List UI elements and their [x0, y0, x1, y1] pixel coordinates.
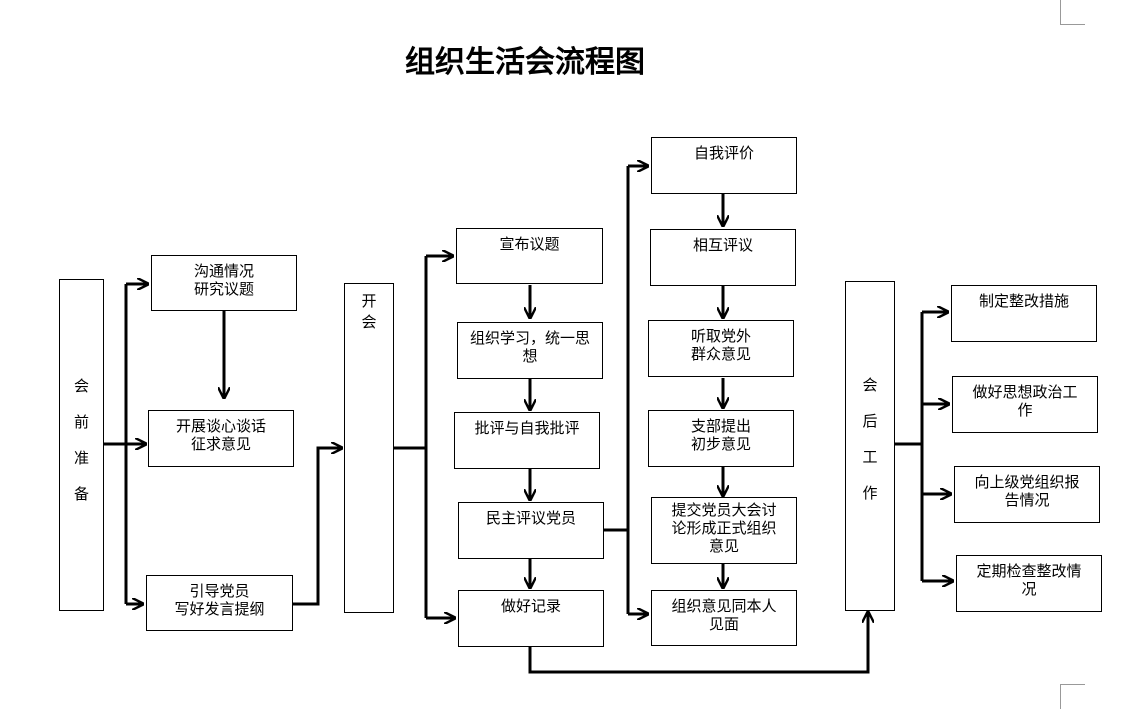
stage-meeting-char: 开: [361, 292, 377, 310]
after-rectify-box: 制定整改措施: [951, 285, 1097, 342]
meeting-study-box: 组织学习，统一思 想: [457, 322, 603, 379]
eval-submit-box: 提交党员大会讨 论形成正式组织 意见: [651, 497, 797, 564]
meeting-announce-box: 宣布议题: [456, 228, 603, 284]
stage-before-char: 准: [73, 449, 89, 467]
stage-before-char: 前: [73, 413, 89, 431]
stage-meeting-char: 会: [361, 313, 377, 331]
after-inspect-box: 定期检查整改情 况: [956, 555, 1102, 612]
after-report-box: 向上级党组织报 告情况: [954, 466, 1100, 523]
stage-after-char: 工: [862, 448, 878, 466]
page-title: 组织生活会流程图: [405, 45, 645, 80]
eval-branch-box: 支部提出 初步意见: [648, 410, 794, 467]
eval-self-box: 自我评价: [651, 137, 797, 194]
stage-after-char: 作: [862, 484, 878, 502]
eval-listen-box: 听取党外 群众意见: [648, 320, 794, 377]
eval-mutual-box: 相互评议: [650, 229, 796, 286]
stage-before-char: 会: [73, 377, 89, 395]
meeting-record-box: 做好记录: [458, 590, 604, 647]
prep-talk-box: 开展谈心谈话 征求意见: [148, 410, 294, 467]
page-corner-mark-bottom: [1060, 684, 1085, 709]
stage-meeting-box: 开 会: [344, 283, 394, 613]
meeting-critique-box: 批评与自我批评: [454, 412, 600, 469]
arrow-guide-to-meeting: [293, 448, 342, 606]
page-corner-mark-top: [1060, 0, 1085, 25]
stage-after-char: 会: [862, 376, 878, 394]
arrow-record-to-after: [528, 612, 868, 674]
stage-before-char: 备: [73, 485, 89, 503]
eval-face-box: 组织意见同本人 见面: [651, 590, 797, 646]
after-ideology-box: 做好思想政治工 作: [952, 376, 1098, 433]
prep-guide-box: 引导党员 写好发言提纲: [146, 575, 293, 631]
stage-after-char: 后: [862, 412, 878, 430]
stage-after-box: 会 后 工 作: [845, 281, 895, 611]
stage-before-box: 会 前 准 备: [59, 279, 104, 611]
meeting-review-box: 民主评议党员: [458, 502, 604, 559]
prep-communicate-box: 沟通情况 研究议题: [151, 255, 297, 311]
